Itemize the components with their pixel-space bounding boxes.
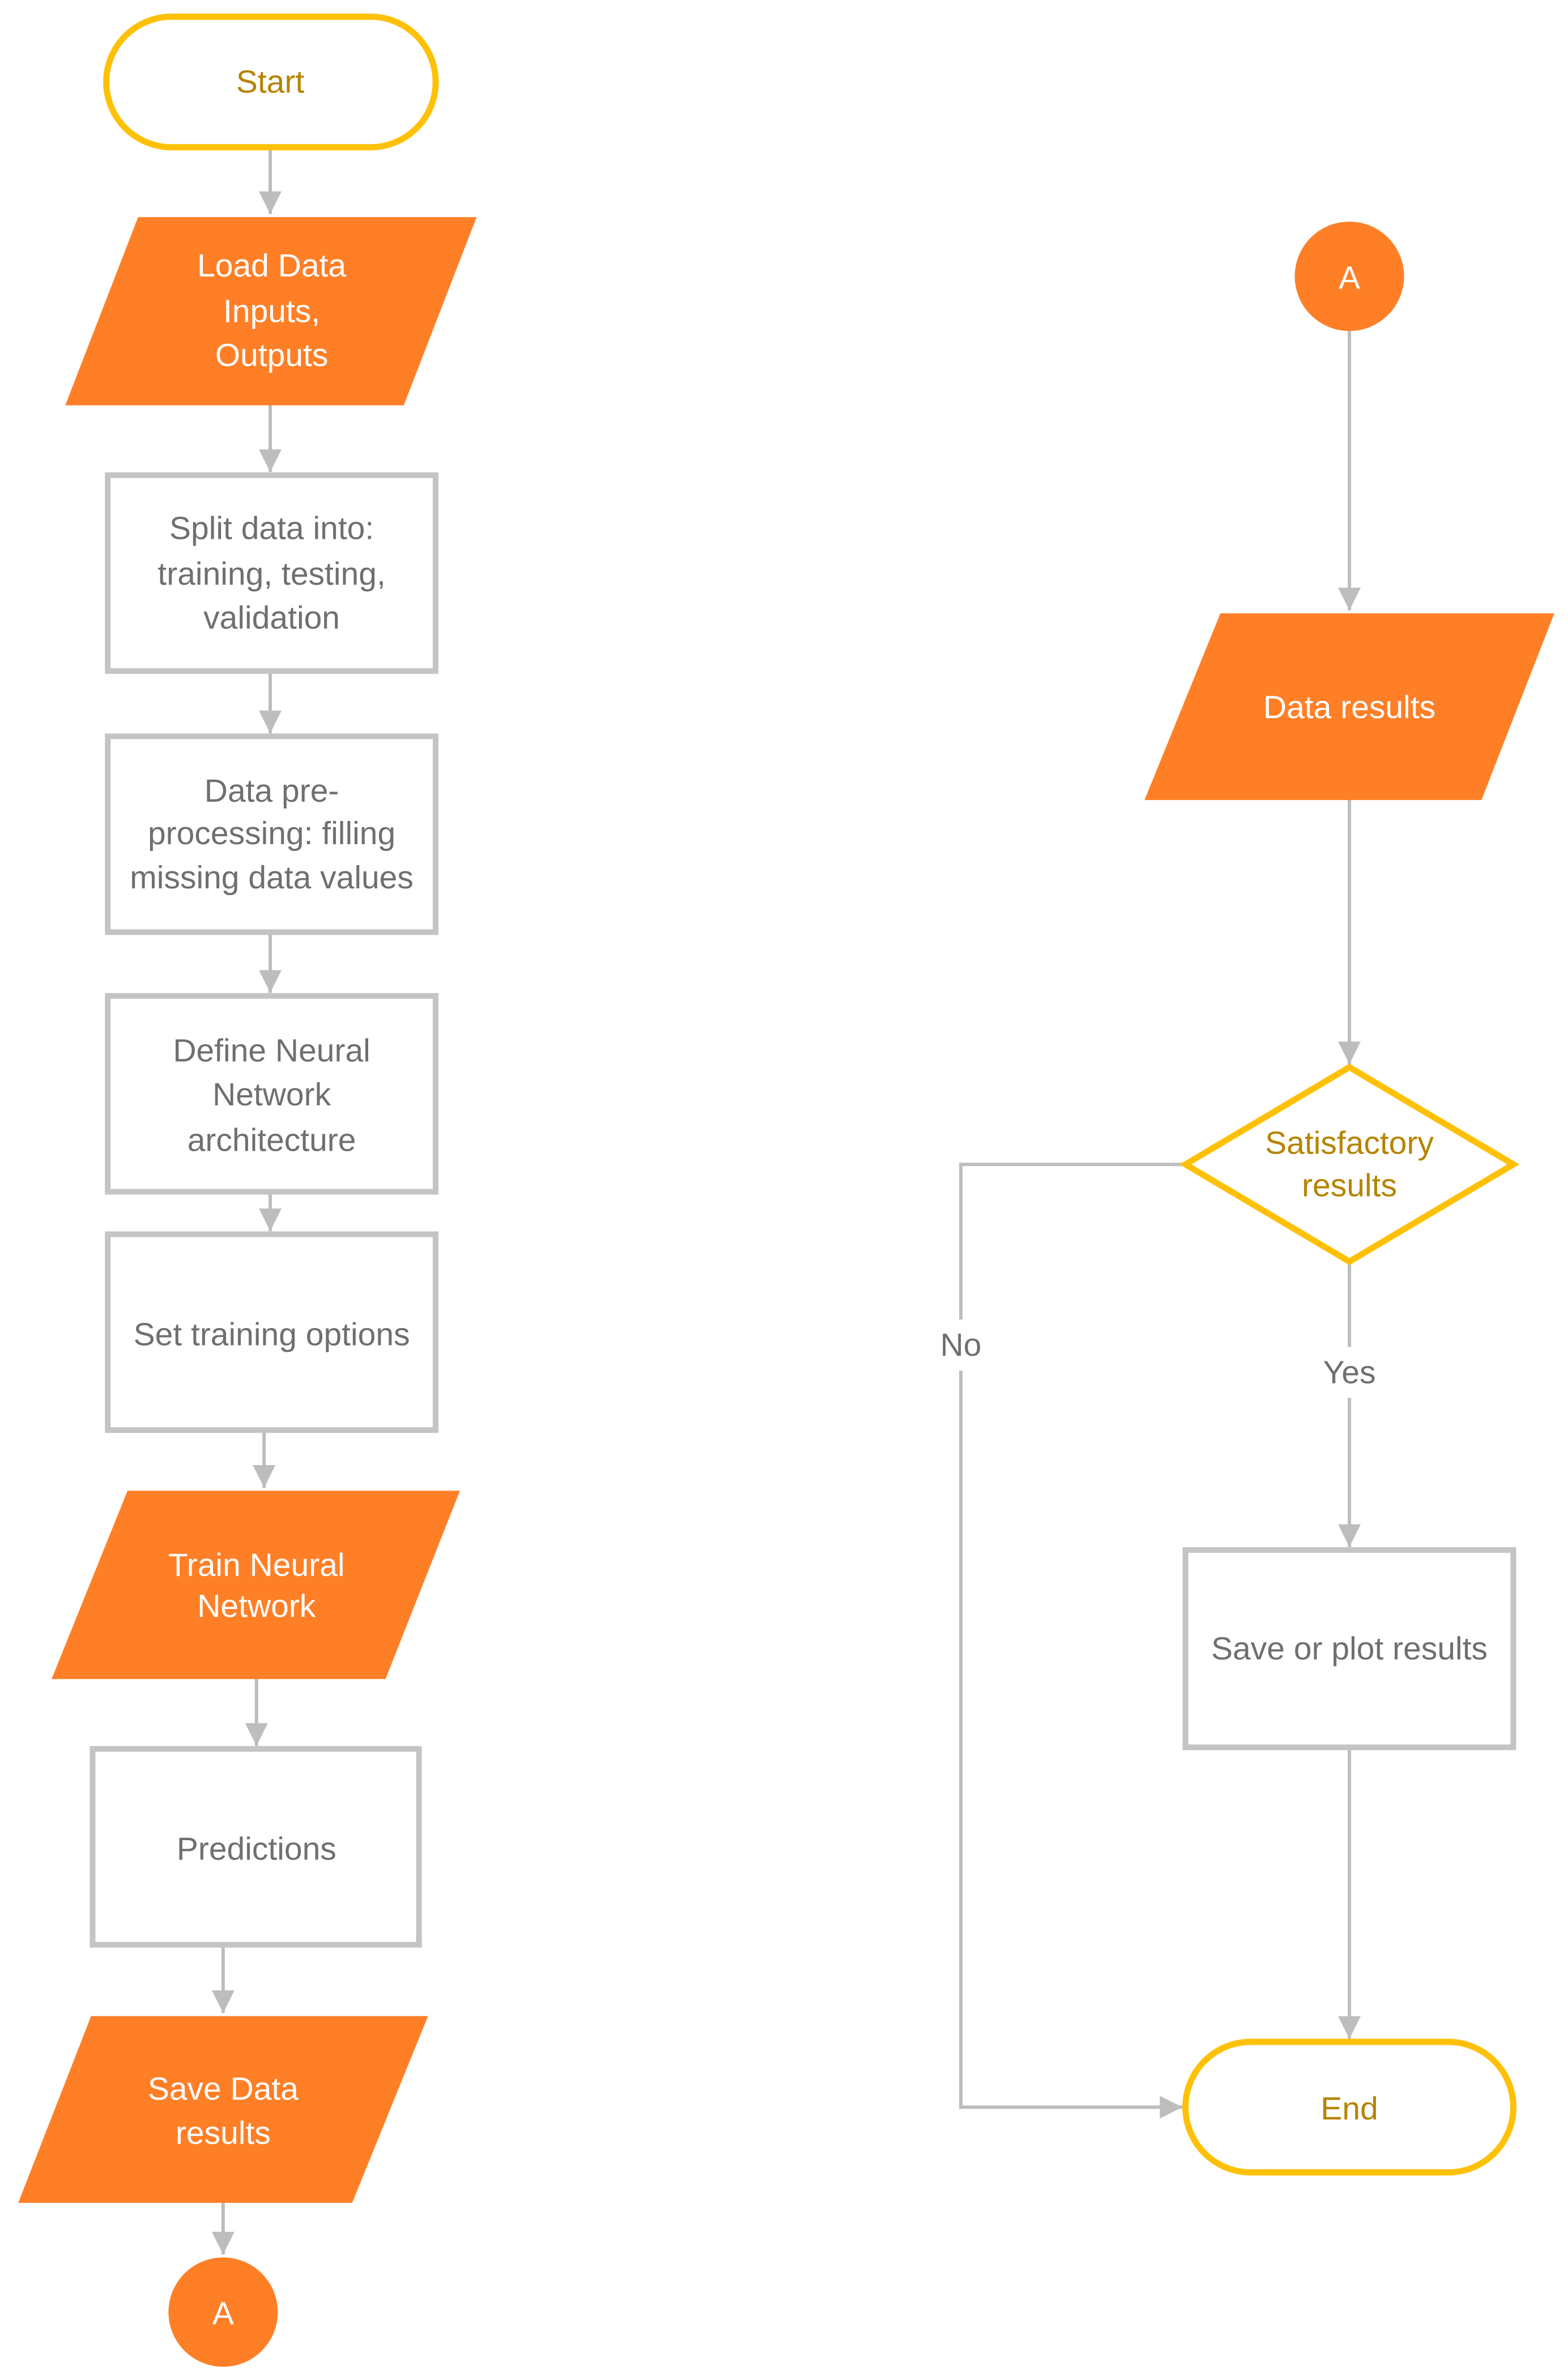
- node-label-line: Train Neural: [168, 1547, 345, 1584]
- arrowhead: [211, 1990, 235, 2014]
- data-parallelogram: [65, 217, 477, 406]
- edge-connector-a-right-to-data-results: [1338, 331, 1361, 611]
- node-label-line: End: [1320, 2091, 1378, 2127]
- node-set-options: Set training options: [105, 1231, 438, 1433]
- node-label-line: Data results: [1263, 689, 1435, 726]
- node-label-line: Load Data: [197, 248, 346, 284]
- edge-label-yes: Yes: [1323, 1354, 1376, 1390]
- arrowhead: [253, 1465, 276, 1488]
- edge-train-nn-to-predictions: [245, 1679, 268, 1746]
- arrowhead: [259, 1208, 282, 1232]
- node-label-line: Outputs: [215, 337, 329, 373]
- node-connector-a-left: A: [168, 2257, 278, 2367]
- edge-save-data-to-connector-a-left: [211, 2203, 235, 2255]
- edge-define-nn-to-set-options: [259, 1191, 282, 1232]
- node-save-data: Save Data results: [18, 2016, 428, 2203]
- node-satisfactory: Satisfactory results: [1179, 1063, 1520, 1266]
- node-label-line: Start: [236, 64, 305, 100]
- edge-satisfactory-to-end: No: [926, 1163, 1186, 2119]
- data-parallelogram: [1144, 613, 1554, 801]
- arrowhead: [259, 710, 282, 734]
- node-label-line: A: [212, 2296, 234, 2332]
- arrowhead: [259, 191, 282, 214]
- node-label-line: Save Data: [148, 2071, 299, 2107]
- edge-split-data-to-preprocess: [259, 671, 282, 734]
- offpage-connector-circle: [168, 2257, 278, 2367]
- node-label-line: Network: [197, 1588, 316, 1624]
- edge-label-background: [926, 1320, 996, 1371]
- arrowhead: [245, 1723, 268, 1746]
- data-parallelogram: [52, 1491, 460, 1679]
- edge-load-data-to-split-data: [259, 405, 282, 473]
- terminator-shape: [1182, 2038, 1516, 2176]
- data-parallelogram: [18, 2016, 428, 2203]
- node-label-line: Data pre-: [204, 773, 339, 809]
- node-label-line: training, testing,: [157, 556, 385, 592]
- node-label-line: results: [176, 2115, 271, 2151]
- node-label-line: results: [1302, 1168, 1397, 1204]
- node-label-line: Define Neural: [173, 1032, 370, 1069]
- node-start: Start: [103, 14, 439, 151]
- node-label-line: architecture: [188, 1122, 356, 1158]
- node-split-data: Split data into: training, testing, valida…: [105, 472, 438, 674]
- arrowhead: [1338, 1524, 1361, 1547]
- arrowhead: [1160, 2096, 1183, 2119]
- arrowhead: [1338, 2016, 1361, 2039]
- arrowhead: [1338, 588, 1361, 611]
- edge-save-plot-to-end: [1338, 1747, 1361, 2039]
- arrowhead: [1338, 1041, 1361, 1065]
- node-predictions: Predictions: [90, 1746, 422, 1948]
- arrowhead: [259, 449, 282, 473]
- process-box: [1182, 1547, 1516, 1751]
- node-label-line: Network: [212, 1076, 331, 1113]
- edge-data-results-to-satisfactory: [1338, 800, 1361, 1065]
- node-label-line: Save or plot results: [1211, 1631, 1488, 1667]
- node-save-plot: Save or plot results: [1182, 1547, 1516, 1751]
- process-box: [105, 993, 438, 1195]
- node-label-line: Satisfactory: [1265, 1125, 1434, 1161]
- edge-label-background: [1314, 1347, 1385, 1398]
- node-connector-a-right: A: [1294, 222, 1404, 331]
- connector-line: [959, 1163, 1186, 2109]
- node-label-line: Inputs,: [223, 293, 320, 329]
- node-label-line: validation: [203, 600, 340, 636]
- node-end: End: [1182, 2038, 1516, 2176]
- edge-satisfactory-to-save-plot: Yes: [1314, 1261, 1385, 1547]
- node-label-line: Predictions: [177, 1831, 336, 1867]
- edge-predictions-to-save-data: [211, 1944, 235, 2014]
- process-box: [105, 472, 438, 674]
- offpage-connector-circle: [1294, 222, 1404, 331]
- edge-start-to-load-data: [259, 147, 282, 214]
- node-label-line: Split data into:: [169, 510, 374, 547]
- decision-diamond: [1179, 1063, 1520, 1266]
- process-box: [90, 1746, 422, 1948]
- arrowhead: [211, 2232, 235, 2255]
- edge-preprocess-to-define-nn: [259, 932, 282, 993]
- node-label-line: A: [1339, 259, 1360, 296]
- process-box: [105, 1231, 438, 1433]
- node-label-line: missing data values: [130, 859, 414, 896]
- node-data-results: Data results: [1144, 613, 1554, 801]
- process-box: [105, 733, 438, 935]
- node-preprocess: Data pre-processing: filling missing data…: [105, 733, 438, 935]
- arrowhead: [259, 970, 282, 993]
- terminator-shape: [103, 14, 439, 151]
- connectors-layer: Yes No: [211, 147, 1385, 2255]
- node-label-line: Set training options: [134, 1316, 410, 1352]
- edge-label-no: No: [940, 1327, 982, 1363]
- node-label-line: processing: filling: [148, 815, 395, 852]
